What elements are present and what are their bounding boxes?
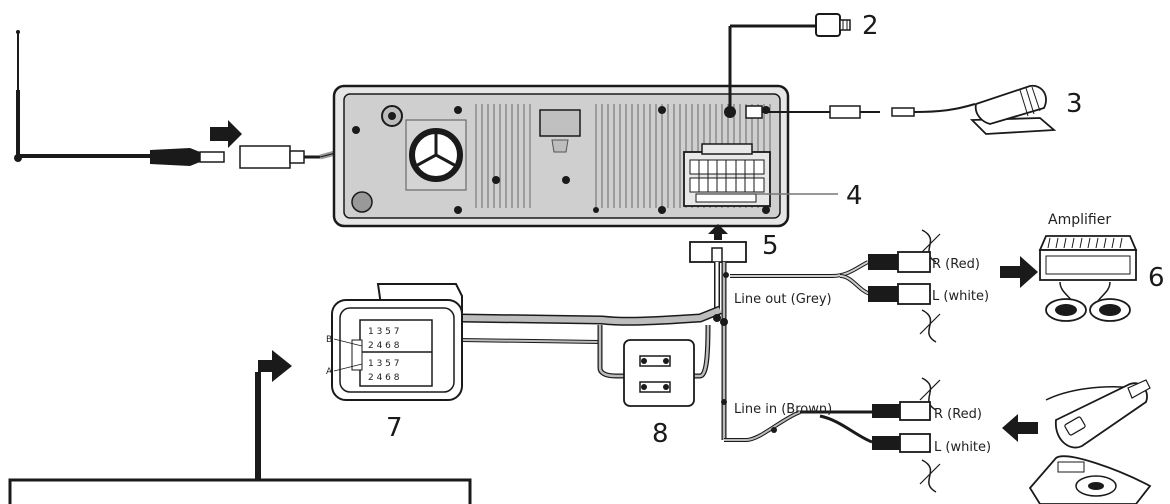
- line-in-left-label: L (white): [934, 440, 991, 455]
- antenna: [14, 30, 225, 166]
- pins-a-bottom: 2 4 6 8: [368, 373, 400, 383]
- callout-4: 4: [846, 181, 863, 211]
- callout-6: 6: [1148, 263, 1165, 293]
- pins-b-top: 1 3 5 7: [368, 327, 400, 337]
- line-in-rca-plugs: [800, 377, 941, 493]
- microphone-3: [762, 84, 1057, 135]
- line-out-label: Line out (Grey): [734, 292, 832, 307]
- arrow-to-iso-icon: [258, 350, 292, 382]
- line-out-rca-plugs: [868, 229, 941, 343]
- external-audio-players: [1028, 379, 1152, 504]
- callout-2: 2: [862, 11, 879, 41]
- amplifier-6: [1038, 235, 1138, 322]
- arrow-to-amplifier-icon: [1000, 256, 1038, 288]
- amplifier-label: Amplifier: [1048, 212, 1111, 228]
- power-connector-2: [728, 13, 851, 112]
- connector-5: [689, 224, 747, 263]
- cable-tie-marks: [713, 272, 777, 433]
- callout-8: 8: [652, 419, 669, 449]
- callout-5: 5: [762, 231, 779, 261]
- row-b-label: B: [326, 335, 332, 345]
- cable-bundle: [255, 260, 871, 480]
- line-in-label: Line in (Brown): [734, 402, 832, 417]
- pins-b-bottom: 2 4 6 8: [368, 341, 400, 351]
- callout-7: 7: [386, 413, 403, 443]
- iso-connector-7: B A 1 3 5 7 2 4 6 8 1 3 5 7 2 4 6 8: [326, 283, 463, 401]
- row-a-label: A: [326, 367, 333, 377]
- pins-a-top: 1 3 5 7: [368, 359, 400, 369]
- head-unit-rear-panel: [332, 84, 790, 228]
- arrow-from-player-icon: [1002, 414, 1038, 442]
- line-in-right-label: R (Red): [934, 407, 982, 422]
- insert-arrow-icon: [210, 120, 242, 148]
- rca-coupler-8: [623, 339, 695, 407]
- vehicle-harness-box: [8, 478, 472, 504]
- line-out-right-label: R (Red): [932, 257, 980, 272]
- callout-3: 3: [1066, 89, 1083, 119]
- line-out-left-label: L (white): [932, 289, 989, 304]
